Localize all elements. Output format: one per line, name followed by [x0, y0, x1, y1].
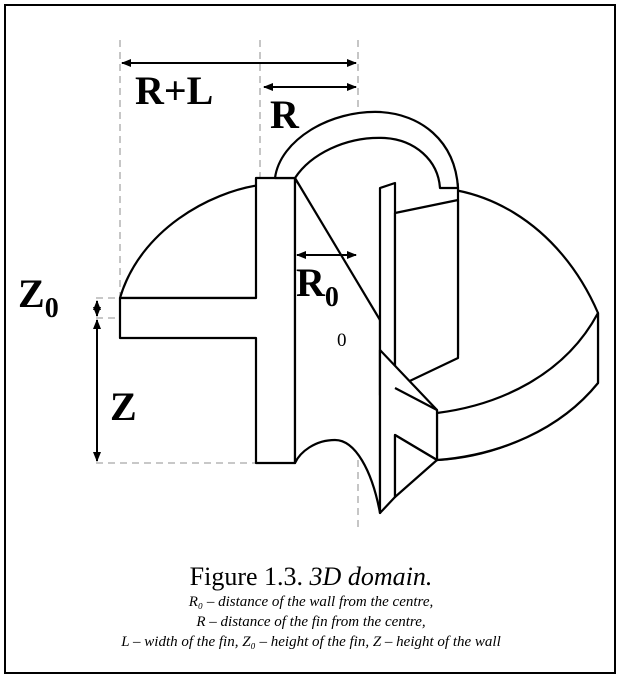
label-z: Z: [110, 384, 137, 429]
caption-line-1: R₀ – distance of the wall from the centr…: [188, 594, 434, 610]
caption-figure-number: Figure 1.3.: [189, 562, 304, 591]
label-r0: R0: [296, 260, 339, 313]
lower-fin-triangle: [393, 433, 439, 499]
label-r: R: [270, 92, 300, 137]
wall-section-right: [378, 181, 460, 515]
fin-edge-line: [394, 387, 438, 411]
wall-top-rim: [273, 110, 460, 190]
figure-caption: Figure 1.3. 3D domain. R₀ – distance of …: [0, 562, 622, 652]
right-wall-face: [393, 198, 460, 390]
dimension-arrows: [93, 59, 357, 462]
label-origin: 0: [337, 330, 347, 351]
disk-rim: [435, 311, 600, 462]
label-r-plus-l: R+L: [135, 68, 213, 113]
caption-title: Figure 1.3. 3D domain.: [0, 562, 622, 592]
caption-line-3: L – width of the fin, Z₀ – height of the…: [121, 634, 501, 650]
caption-figure-title: 3D domain.: [309, 562, 433, 591]
caption-line-2: R – distance of the fin from the centre,: [196, 614, 426, 630]
label-z0: Z0: [18, 271, 59, 324]
